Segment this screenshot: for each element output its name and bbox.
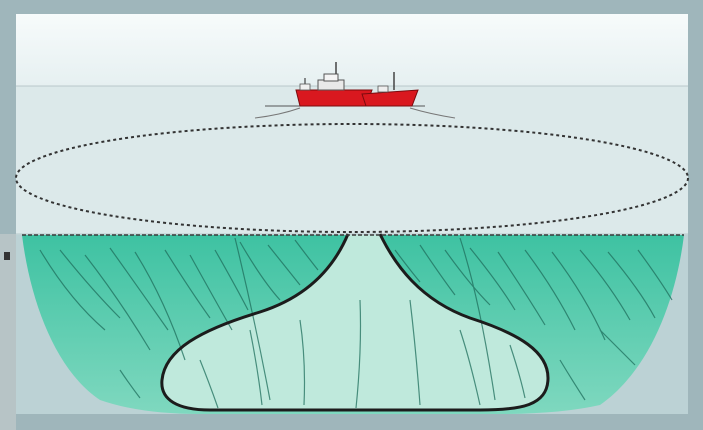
skiff-icon (361, 72, 419, 107)
frame-notch (0, 234, 16, 430)
net-mesh-strands (39, 237, 673, 409)
sky (16, 14, 688, 86)
purse-line (160, 233, 550, 412)
frame-notch-shadow (4, 252, 10, 260)
sea-surface (16, 86, 688, 234)
net-inner-pocket (161, 235, 548, 410)
float-line-ring (15, 123, 689, 233)
vessel-wake (254, 107, 456, 119)
